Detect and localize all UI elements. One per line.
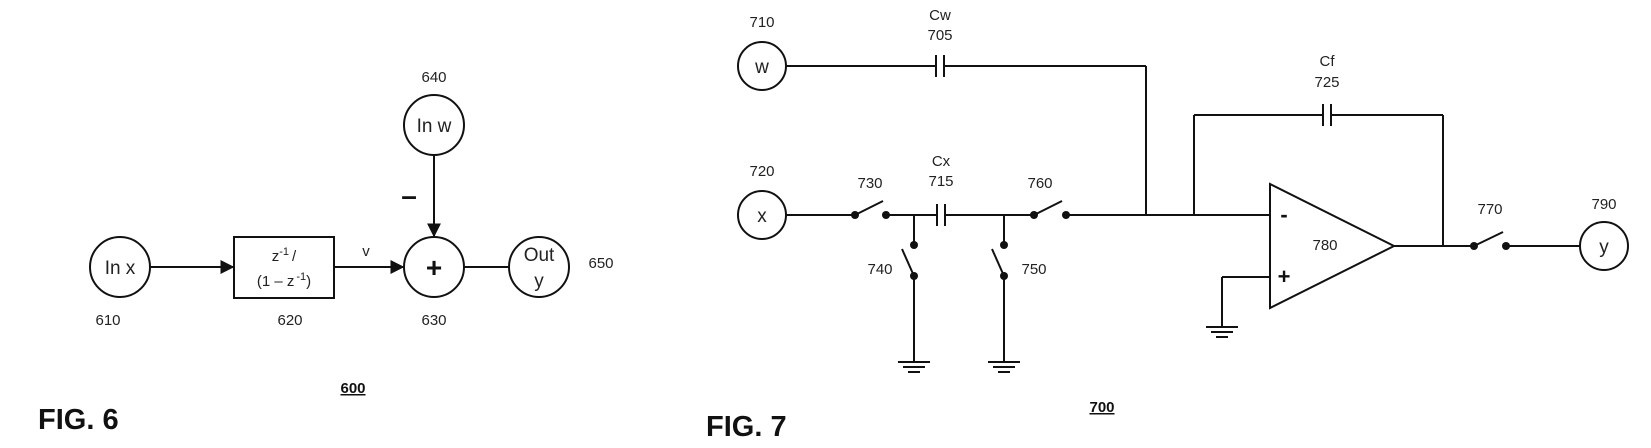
fig7-switch770-number: 770 [1477, 201, 1502, 218]
fig6-minus-sign: – [401, 180, 417, 211]
fig7-switch740-number: 740 [867, 261, 892, 278]
fig7-x-number: 720 [749, 163, 774, 180]
fig6-block-number: 620 [277, 312, 302, 329]
fig7-cx-number: 715 [928, 173, 953, 190]
fig6-sum-symbol: + [426, 252, 442, 283]
fig6-title: FIG. 6 [38, 404, 119, 436]
fig6-output-label-out: Out [524, 245, 555, 266]
fig7-cw-number: 705 [927, 27, 952, 44]
fig7-y-number: 790 [1591, 196, 1616, 213]
fig6-diagram: In x 610 z-1/ (1 – z-1) 620 v + 630 In w… [38, 69, 614, 436]
fig7-y-label: y [1599, 237, 1609, 258]
fig6-block-denominator: (1 – z-1) [257, 271, 311, 290]
fig7-ground-opamp [1206, 326, 1238, 338]
fig7-diagram: w 710 Cw 705 x 720 730 Cx 715 760 [706, 7, 1629, 443]
fig6-input-w-label: In w [417, 116, 452, 137]
fig7-cf-name: Cf [1320, 53, 1336, 70]
fig6-output-number: 650 [588, 255, 613, 272]
fig7-switch750-top-contact [1000, 241, 1008, 249]
fig7-cw-name: Cw [929, 7, 951, 24]
fig6-reference-number: 600 [340, 380, 365, 397]
fig7-switch760-number: 760 [1027, 175, 1052, 192]
fig6-output-label-y: y [534, 271, 544, 292]
fig7-switch750-number: 750 [1021, 261, 1046, 278]
fig7-switch730-number: 730 [857, 175, 882, 192]
fig6-output-y-node [508, 236, 570, 298]
fig7-switch740-top-contact [910, 241, 918, 249]
fig7-y-node [1579, 221, 1629, 271]
fig7-opamp-number: 780 [1312, 237, 1337, 254]
fig6-sum-number: 630 [421, 312, 446, 329]
fig7-switch770-blade [1473, 231, 1504, 247]
fig7-opamp-minus: - [1280, 202, 1287, 227]
fig7-x-label: x [757, 206, 767, 227]
fig7-switch730-blade [854, 200, 884, 216]
fig6-input-w-number: 640 [421, 69, 446, 86]
fig7-reference-number: 700 [1089, 399, 1114, 416]
fig7-ground-750 [988, 361, 1020, 373]
fig6-input-x-label: In x [105, 258, 136, 279]
fig7-w-label: w [754, 57, 769, 78]
fig7-w-number: 710 [749, 14, 774, 31]
fig7-switch740-blade [901, 248, 915, 277]
fig7-cf-number: 725 [1314, 74, 1339, 91]
fig7-title: FIG. 7 [706, 411, 787, 443]
fig6-v-label: v [362, 243, 370, 260]
fig6-input-x-number: 610 [95, 312, 120, 329]
fig7-opamp-plus: + [1278, 264, 1291, 289]
fig7-switch750-blade [991, 248, 1005, 277]
fig7-opamp [1269, 182, 1397, 310]
fig6-integrator-block [233, 236, 335, 299]
fig7-ground-740 [898, 361, 930, 373]
fig7-switch760-blade [1033, 200, 1063, 216]
fig7-cx-name: Cx [932, 153, 951, 170]
fig6-block-numerator: z-1/ [272, 246, 297, 265]
